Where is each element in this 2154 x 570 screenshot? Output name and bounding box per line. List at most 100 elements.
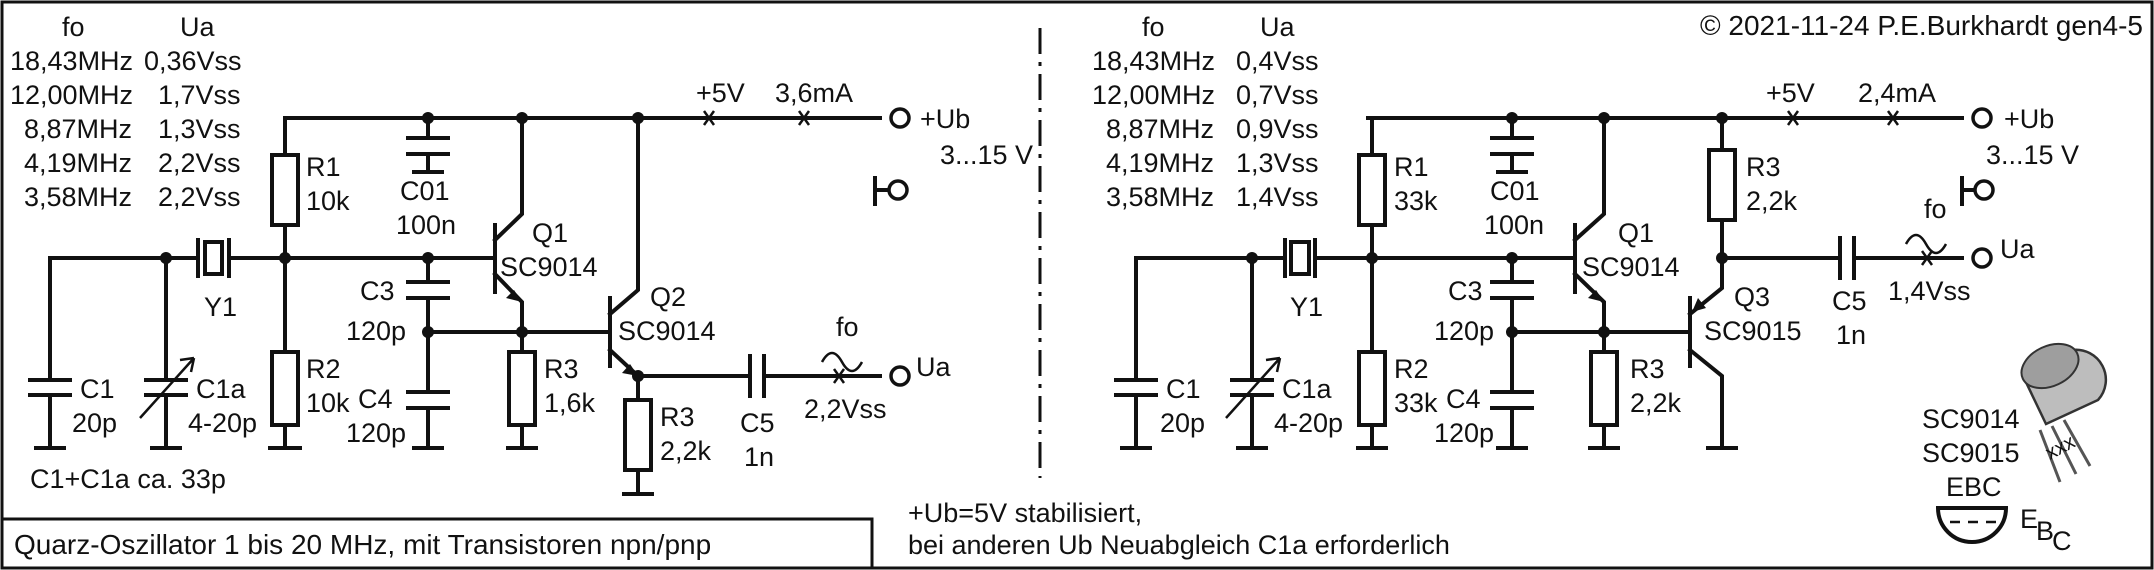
- right-q1-emitter: [1572, 271, 1606, 334]
- left-r2: [270, 350, 300, 427]
- left-ground-terminal: [873, 176, 888, 206]
- right-ua-label: Ua: [2000, 234, 2035, 264]
- pinout-pins: EBC: [1946, 472, 2002, 502]
- transistor-pinout: SC9014 SC9015 EBC xxx E B C: [1922, 342, 2108, 556]
- right-r1-name: R1: [1394, 152, 1429, 182]
- table-cell: 1,7Vss: [158, 80, 241, 110]
- right-supply-v: +5V: [1766, 78, 1815, 108]
- table-cell: 0,7Vss: [1236, 80, 1319, 110]
- right-rail-cross: [1886, 110, 1900, 126]
- right-r3-value: 2,2k: [1630, 388, 1682, 418]
- left-node: [516, 112, 528, 124]
- to92-leads: [2038, 419, 2092, 483]
- right-ub-range: 3...15 V: [1986, 140, 2079, 170]
- left-r3b-value: 2,2k: [660, 436, 712, 466]
- right-c5: [1838, 236, 1856, 280]
- left-c4: [406, 390, 450, 450]
- copyright-text: © 2021-11-24 P.E.Burkhardt gen4-5: [1700, 10, 2143, 41]
- right-y1-plates: [1283, 238, 1317, 278]
- left-c1a-trimmer-arrow: [139, 356, 196, 419]
- left-r3: [507, 350, 537, 427]
- left-fo-label: fo: [836, 312, 859, 342]
- left-r1: [270, 153, 300, 227]
- left-node: [422, 112, 434, 124]
- left-supply-i: 3,6mA: [775, 78, 853, 108]
- left-q1-arrow: [506, 290, 522, 302]
- right-r3: [1589, 350, 1619, 427]
- table-cell: 1,3Vss: [1236, 148, 1319, 178]
- right-node: [1506, 252, 1518, 264]
- left-ua-terminal: [889, 365, 911, 387]
- left-c01-value: 100n: [396, 210, 456, 240]
- left-node: [632, 112, 644, 124]
- right-circuit: fo Ua 18,43MHz 0,4Vss 12,00MHz 0,7Vss 8,…: [1092, 12, 2079, 450]
- right-c3: [1490, 280, 1534, 300]
- right-c1-name: C1: [1166, 374, 1201, 404]
- left-c3: [406, 280, 450, 300]
- right-out-v: 1,4Vss: [1888, 276, 1971, 306]
- left-c1-value: 20p: [72, 408, 117, 438]
- table-cell: 12,00MHz: [1092, 80, 1215, 110]
- left-c3-name: C3: [360, 276, 395, 306]
- left-q1-emitter: [492, 271, 524, 334]
- right-c4: [1490, 390, 1534, 450]
- table-cell: 0,36Vss: [144, 46, 242, 76]
- left-c1a: [144, 378, 188, 450]
- left-c5: [748, 354, 766, 398]
- right-c4-name: C4: [1446, 384, 1481, 414]
- right-c5-name: C5: [1832, 286, 1867, 316]
- right-table-head-ua: Ua: [1260, 12, 1295, 42]
- right-q1-type: SC9014: [1582, 252, 1680, 282]
- right-q3-type: SC9015: [1704, 316, 1802, 346]
- note-line1: +Ub=5V stabilisiert,: [908, 498, 1142, 528]
- right-r1-value: 33k: [1394, 186, 1438, 216]
- to92-outline-icon: [1935, 506, 2009, 544]
- pinout-part2: SC9015: [1922, 438, 2020, 468]
- right-r2-name: R2: [1394, 354, 1429, 384]
- right-c01: [1490, 136, 1534, 174]
- right-r1: [1357, 153, 1387, 227]
- left-c1-note: C1+C1a ca. 33p: [30, 464, 226, 494]
- left-y1: [203, 240, 224, 276]
- left-output-cross: [832, 368, 846, 384]
- table-cell: 1,4Vss: [1236, 182, 1319, 212]
- right-q1-collector: [1572, 116, 1606, 243]
- left-ub-terminal: [889, 107, 911, 129]
- to92-top: [2020, 342, 2080, 390]
- left-c1: [28, 378, 72, 450]
- right-c1a-trimmer-arrow: [1225, 356, 1282, 419]
- right-c3-name: C3: [1448, 276, 1483, 306]
- right-supply-i: 2,4mA: [1858, 78, 1936, 108]
- right-table-head-fo: fo: [1142, 12, 1165, 42]
- table-cell: 0,4Vss: [1236, 46, 1319, 76]
- title-box: [0, 517, 874, 570]
- right-q1-name: Q1: [1618, 218, 1654, 248]
- left-supply-v: +5V: [696, 78, 745, 108]
- right-sine-icon: [1904, 233, 1948, 255]
- right-node: [1716, 252, 1728, 264]
- left-r2-value: 10k: [306, 388, 350, 418]
- left-q2-collector: [607, 116, 640, 317]
- left-c1a-name: C1a: [196, 374, 247, 404]
- table-cell: 8,87MHz: [24, 114, 132, 144]
- table-cell: 4,19MHz: [1106, 148, 1214, 178]
- left-y1-plates: [196, 238, 231, 278]
- right-c01-value: 100n: [1484, 210, 1544, 240]
- right-y1: [1289, 240, 1311, 276]
- left-rail-cross: [702, 110, 716, 126]
- left-ua-label: Ua: [916, 352, 951, 382]
- left-q1-type: SC9014: [500, 252, 598, 282]
- right-c3-value: 120p: [1434, 316, 1494, 346]
- left-ground-terminal-circle: [887, 179, 909, 201]
- left-c3-value: 120p: [346, 316, 406, 346]
- right-q3-collector: [1687, 347, 1738, 450]
- to92-3d-icon: xxx: [2020, 342, 2108, 483]
- left-r3b: [623, 398, 653, 472]
- right-r2: [1357, 350, 1387, 427]
- table-cell: 3,58MHz: [1106, 182, 1214, 212]
- right-r3top-value: 2,2k: [1746, 186, 1798, 216]
- left-y1-label: Y1: [204, 292, 237, 322]
- table-cell: 0,9Vss: [1236, 114, 1319, 144]
- right-node: [1366, 252, 1378, 264]
- left-c4-value: 120p: [346, 418, 406, 448]
